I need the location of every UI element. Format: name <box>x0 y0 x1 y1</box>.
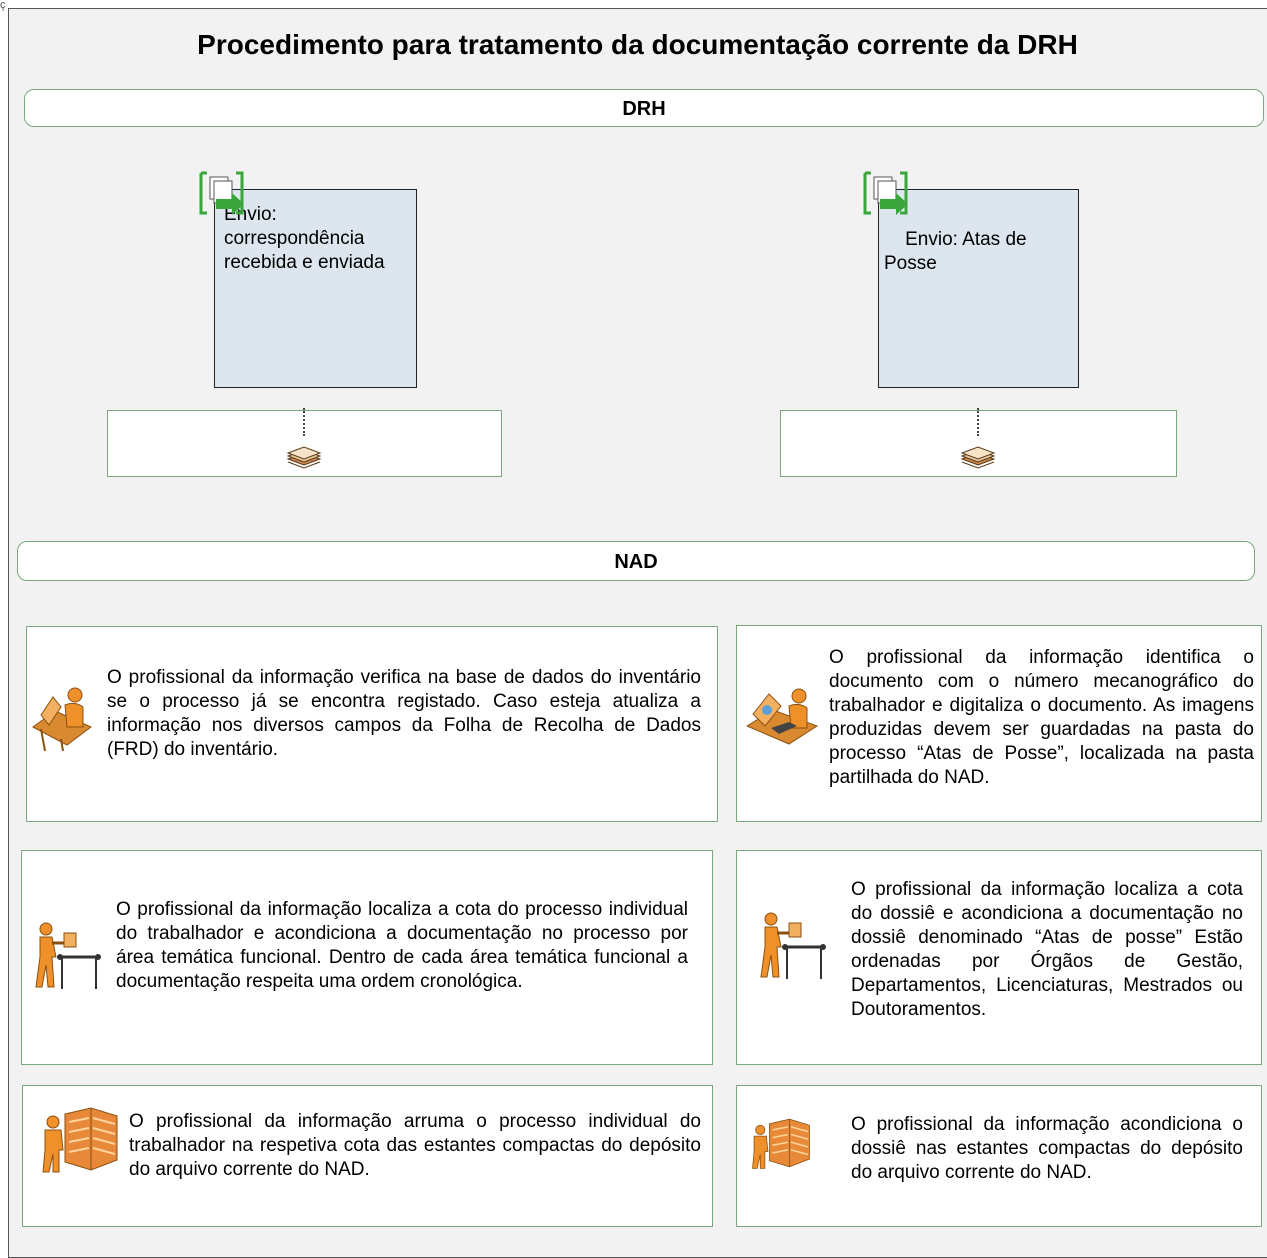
corner-mark: ç <box>0 0 6 11</box>
document-stack-icon <box>286 446 322 469</box>
filing-worker-icon <box>35 922 101 989</box>
document-label: Envio: Atas de Posse <box>884 228 1076 276</box>
document-correspondencia[interactable]: Envio: correspondência recebida e enviad… <box>214 189 417 388</box>
step-locate-process[interactable]: O profissional da informação localiza a … <box>21 850 713 1065</box>
step-locate-dossier[interactable]: O profissional da informação localiza a … <box>736 850 1262 1065</box>
filing-worker-icon <box>760 912 826 979</box>
lane-header-nad: NAD <box>17 541 1255 581</box>
step-description: O profissional da informação verifica na… <box>107 667 701 760</box>
step-description: O profissional da informação localiza a … <box>851 879 1243 1020</box>
diagram-title: Procedimento para tratamento da document… <box>197 29 1078 60</box>
document-label-text: Envio: Atas de Posse <box>884 229 1027 274</box>
step-verify-inventory[interactable]: O profissional da informação verifica na… <box>26 626 718 822</box>
document-label: Envio: correspondência recebida e enviad… <box>224 204 385 273</box>
shelving-worker-icon <box>752 1118 810 1169</box>
document-send-icon <box>199 171 244 215</box>
document-atas-de-posse[interactable]: Envio: Atas de Posse <box>878 189 1079 388</box>
document-send-icon <box>863 171 908 215</box>
step-shelve-process[interactable]: O profissional da informação arruma o pr… <box>22 1085 713 1227</box>
scanner-worker-icon <box>745 688 819 745</box>
step-description: O profissional da informação acondiciona… <box>851 1114 1243 1183</box>
lane-header-drh: DRH <box>24 89 1264 127</box>
step-description: O profissional da informação identifica … <box>829 647 1254 788</box>
dotted-connector <box>977 408 979 436</box>
step-shelve-dossier[interactable]: O profissional da informação acondiciona… <box>736 1085 1262 1227</box>
step-description: O profissional da informação arruma o pr… <box>129 1111 701 1180</box>
document-store-left <box>107 410 502 477</box>
document-stack-icon <box>960 446 996 469</box>
computer-worker-icon <box>32 687 92 752</box>
dotted-connector <box>303 408 305 436</box>
step-digitize-document[interactable]: O profissional da informação identifica … <box>736 625 1262 822</box>
step-description: O profissional da informação localiza a … <box>116 899 688 992</box>
shelving-worker-icon <box>42 1107 118 1173</box>
